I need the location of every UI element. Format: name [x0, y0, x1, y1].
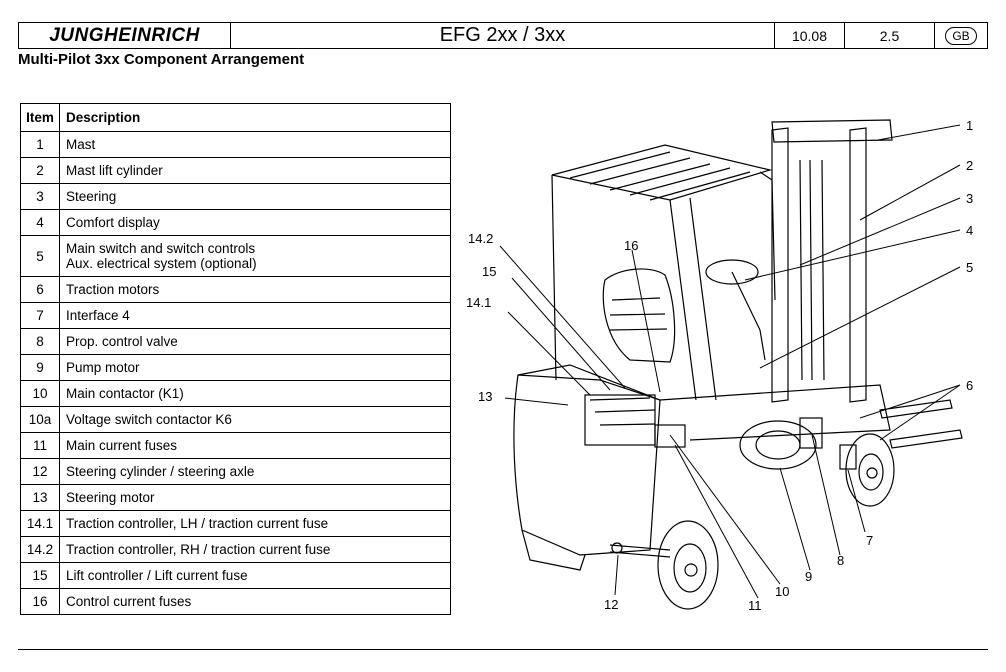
revision-date: 10.08 [775, 23, 845, 48]
item-number: 12 [20, 458, 60, 485]
item-number: 2 [20, 157, 60, 184]
item-description-line1: Main switch and switch controls [66, 241, 256, 256]
footer-rule [18, 649, 988, 650]
callout-8: 8 [837, 553, 844, 568]
callout-14-1: 14.1 [466, 295, 491, 310]
document-header: JUNGHEINRICH EFG 2xx / 3xx 10.08 2.5 GB [18, 22, 988, 49]
item-description: Prop. control valve [59, 328, 451, 355]
callout-14-2: 14.2 [468, 231, 493, 246]
item-number: 7 [20, 302, 60, 329]
item-number: 4 [20, 209, 60, 236]
callout-7: 7 [866, 533, 873, 548]
item-description: Steering [59, 183, 451, 210]
item-number: 14.1 [20, 510, 60, 537]
language-cell: GB [935, 23, 987, 48]
item-description: Interface 4 [59, 302, 451, 329]
item-number: 5 [20, 235, 60, 277]
callout-3: 3 [966, 191, 973, 206]
language-badge: GB [945, 26, 977, 45]
item-number: 11 [20, 432, 60, 459]
item-number: 10 [20, 380, 60, 407]
item-number: 1 [20, 131, 60, 158]
model-title: EFG 2xx / 3xx [231, 23, 775, 48]
page-number: 2.5 [845, 23, 935, 48]
item-number: 14.2 [20, 536, 60, 563]
callout-15: 15 [482, 264, 496, 279]
item-description: Traction motors [59, 276, 451, 303]
callout-10: 10 [775, 584, 789, 599]
item-description: Traction controller, LH / traction curre… [59, 510, 451, 537]
table-header-row: Item Description [20, 103, 451, 132]
callout-11: 11 [748, 598, 762, 613]
callout-2: 2 [966, 158, 973, 173]
callout-13: 13 [478, 389, 492, 404]
item-description: Main current fuses [59, 432, 451, 459]
item-description: Lift controller / Lift current fuse [59, 562, 451, 589]
callout-9: 9 [805, 569, 812, 584]
callout-12: 12 [604, 597, 618, 612]
item-column-header: Item [20, 103, 60, 132]
item-description: Steering motor [59, 484, 451, 511]
item-number: 3 [20, 183, 60, 210]
callout-6: 6 [966, 378, 973, 393]
item-description: Main contactor (K1) [59, 380, 451, 407]
item-number: 9 [20, 354, 60, 381]
page-title: Multi-Pilot 3xx Component Arrangement [18, 51, 305, 68]
forklift-drawing [513, 119, 963, 610]
item-number: 13 [20, 484, 60, 511]
item-description: Comfort display [59, 209, 451, 236]
item-description: Mast lift cylinder [59, 157, 451, 184]
callout-labels: 1 2 3 4 5 6 7 8 9 10 11 12 13 14.1 15 14… [466, 118, 973, 613]
callout-leader-lines [499, 124, 961, 599]
callout-16: 16 [624, 238, 638, 253]
item-number: 15 [20, 562, 60, 589]
forklift-illustration: 1 2 3 4 5 6 7 8 9 10 11 12 13 14.1 15 14… [466, 118, 973, 613]
callout-1: 1 [966, 118, 973, 133]
item-description-line2: Aux. electrical system (optional) [66, 256, 257, 271]
callout-4: 4 [966, 223, 973, 238]
item-number: 8 [20, 328, 60, 355]
item-description: Mast [59, 131, 451, 158]
item-description: Voltage switch contactor K6 [59, 406, 451, 433]
item-number: 6 [20, 276, 60, 303]
item-description: Pump motor [59, 354, 451, 381]
item-description: Traction controller, RH / traction curre… [59, 536, 451, 563]
description-column-header: Description [59, 103, 451, 132]
item-number: 16 [20, 588, 60, 615]
item-description: Steering cylinder / steering axle [59, 458, 451, 485]
item-number: 10a [20, 406, 60, 433]
callout-5: 5 [966, 260, 973, 275]
item-description: Control current fuses [59, 588, 451, 615]
brand-logo: JUNGHEINRICH [19, 23, 231, 48]
